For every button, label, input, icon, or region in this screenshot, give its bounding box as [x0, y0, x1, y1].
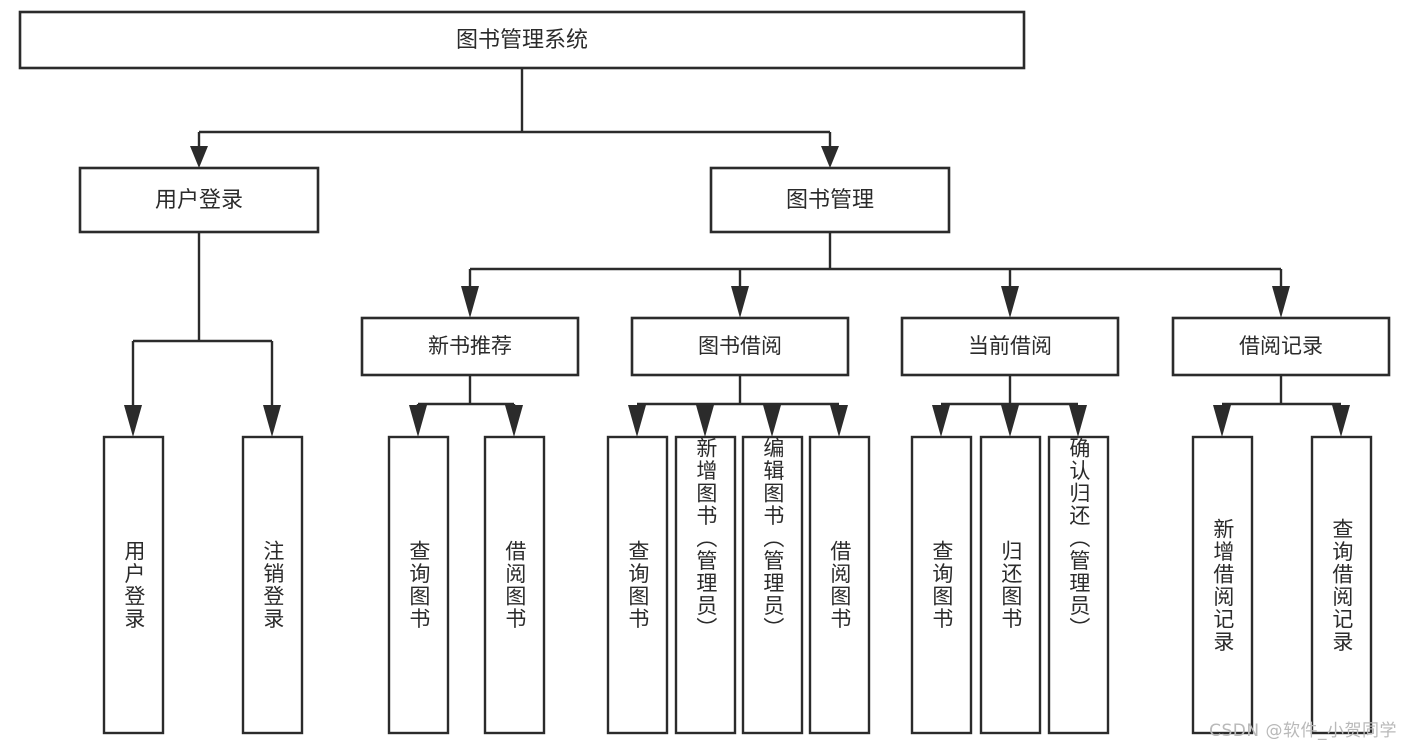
arrow-head-newbook	[461, 286, 479, 318]
arrow-head-currentborrow	[1001, 286, 1019, 318]
node-root-system-label: 图书管理系统	[456, 28, 588, 53]
node-borrow-record-label: 借阅记录	[1239, 334, 1323, 358]
arrow-head-bookborrow-leaf1	[628, 405, 646, 437]
arrow-head-user-login	[190, 146, 208, 168]
node-root-system[interactable]: 图书管理系统	[18, 10, 1026, 70]
arrow-head-newbook-leaf2	[505, 405, 523, 437]
node-current-borrow[interactable]: 当前借阅	[900, 316, 1120, 377]
connector-userlogin-to-leaves	[124, 232, 281, 437]
node-new-book-recommend-box	[360, 316, 580, 377]
arrow-head-borrowrecord	[1272, 286, 1290, 318]
connector-borrowrecord-to-leaves	[1213, 375, 1350, 437]
leaf-box-current-borrow-3[interactable]	[1047, 435, 1110, 735]
leaf-box-new-book-1[interactable]	[387, 435, 450, 735]
connector-bookborrow-to-leaves	[628, 375, 848, 437]
leaf-box-book-borrow-2[interactable]	[674, 435, 737, 735]
arrow-head-currentborrow-leaf1	[932, 405, 950, 437]
connector-newbook-to-leaves	[409, 375, 523, 437]
arrow-head-userlogin-leaf1	[124, 405, 142, 437]
node-root-system-box	[18, 10, 1026, 70]
node-book-borrow-label: 图书借阅	[698, 334, 782, 358]
leaf-box-user-login-2[interactable]	[241, 435, 304, 735]
node-user-login-box	[78, 166, 320, 234]
arrow-head-book-manage	[821, 146, 839, 168]
leaf-box-current-borrow-2[interactable]	[979, 435, 1042, 735]
connector-bookmanage-to-level3	[461, 232, 1290, 318]
node-book-borrow[interactable]: 图书借阅	[630, 316, 850, 377]
leaf-box-user-login-1[interactable]	[102, 435, 165, 735]
arrow-head-bookborrow	[731, 286, 749, 318]
arrow-head-newbook-leaf1	[409, 405, 427, 437]
leaf-box-borrow-record-1[interactable]	[1191, 435, 1254, 735]
node-book-manage-label: 图书管理	[786, 188, 874, 213]
node-borrow-record[interactable]: 借阅记录	[1171, 316, 1391, 377]
leaf-box-book-borrow-1[interactable]	[606, 435, 669, 735]
leaf-box-book-borrow-4[interactable]	[808, 435, 871, 735]
arrow-head-bookborrow-leaf3	[763, 405, 781, 437]
arrow-head-bookborrow-leaf4	[830, 405, 848, 437]
node-current-borrow-label: 当前借阅	[968, 334, 1052, 358]
node-book-borrow-box	[630, 316, 850, 377]
arrow-head-currentborrow-leaf2	[1001, 405, 1019, 437]
node-new-book-recommend[interactable]: 新书推荐	[360, 316, 580, 377]
connector-root-to-level2	[190, 68, 839, 168]
leaf-box-book-borrow-3[interactable]	[741, 435, 804, 735]
leaf-box-current-borrow-1[interactable]	[910, 435, 973, 735]
leaf-box-new-book-2[interactable]	[483, 435, 546, 735]
leaf-box-borrow-record-2[interactable]	[1310, 435, 1373, 735]
node-borrow-record-box	[1171, 316, 1391, 377]
arrow-head-currentborrow-leaf3	[1069, 405, 1087, 437]
node-current-borrow-box	[900, 316, 1120, 377]
node-user-login[interactable]: 用户登录	[78, 166, 320, 234]
arrow-head-userlogin-leaf2	[263, 405, 281, 437]
connector-currentborrow-to-leaves	[932, 375, 1087, 437]
arrow-head-borrowrecord-leaf1	[1213, 405, 1231, 437]
arrow-head-borrowrecord-leaf2	[1332, 405, 1350, 437]
node-user-login-label: 用户登录	[155, 188, 243, 213]
node-new-book-recommend-label: 新书推荐	[428, 334, 512, 358]
node-book-manage-box	[709, 166, 951, 234]
node-book-manage[interactable]: 图书管理	[709, 166, 951, 234]
arrow-head-bookborrow-leaf2	[696, 405, 714, 437]
